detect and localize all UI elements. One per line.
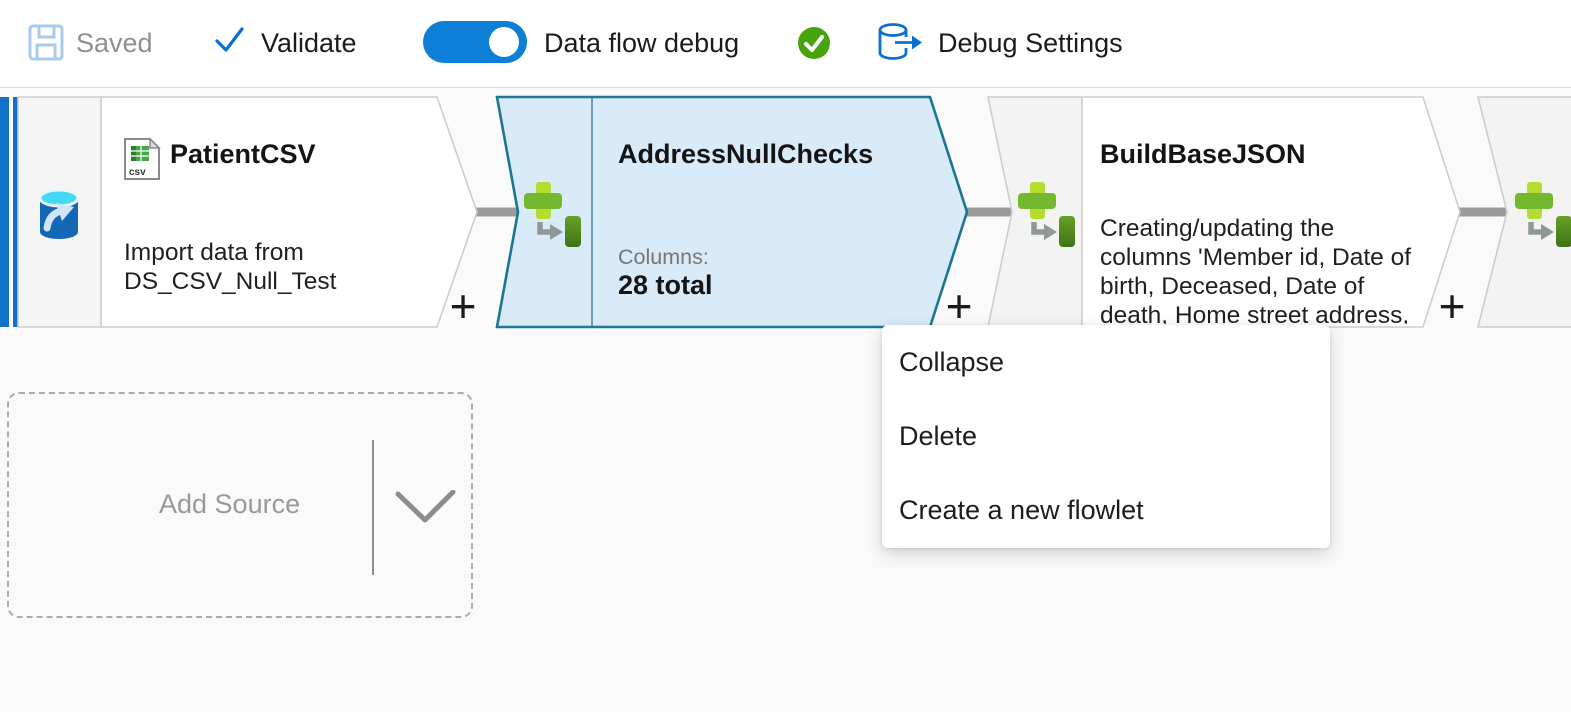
node-buildbasejson-outline [987,96,1461,328]
add-next-step-button[interactable]: + [945,280,973,332]
add-source-divider [372,440,374,575]
csv-badge-text: csv [129,167,146,178]
connector-3 [1456,207,1510,217]
add-next-step-button[interactable]: + [449,280,477,332]
menu-item-collapse[interactable]: Collapse [899,346,1005,377]
debug-settings-label[interactable]: Debug Settings [938,28,1123,58]
toolbar: Saved Validate Data flow debug Debug Set… [0,0,1571,88]
add-next-step-button[interactable]: + [1438,280,1466,332]
debug-settings-icon [878,23,922,60]
flow-canvas[interactable]: csv PatientCSV Import data from DS_CSV_N… [0,88,1571,712]
node-title: AddressNullChecks [618,139,874,169]
dataset-source-icon [38,188,80,239]
chevron-down-icon[interactable] [395,490,457,526]
node-description: Import data from DS_CSV_Null_Test [124,239,337,295]
node-title: BuildBaseJSON [1100,139,1306,169]
columns-label: Columns: [618,245,709,269]
menu-item-delete[interactable]: Delete [899,420,978,451]
node-description: Creating/updating the columns 'Member id… [1100,215,1412,324]
add-source-label: Add Source [159,489,301,519]
debug-settings-button[interactable] [876,22,926,69]
success-check-icon [798,27,830,59]
add-source-button[interactable]: Add Source [7,392,473,618]
node-source-accent-stripe [0,97,9,327]
saved-status-label: Saved [76,28,153,58]
data-flow-debug-label: Data flow debug [544,28,740,58]
columns-count: 28 total [618,270,713,300]
csv-dataset-icon: csv [124,137,161,180]
validate-check-icon [215,27,244,52]
node-source-body[interactable] [101,97,477,327]
node-source-accent-stripe [13,97,18,327]
validate-button[interactable] [213,24,247,61]
menu-item-create-flowlet[interactable]: Create a new flowlet [899,495,1144,526]
save-icon [28,24,64,61]
flow-graph: csv [0,95,1571,329]
connector-2 [963,207,1015,217]
node-context-menu: Collapse Delete Create a new flowlet [882,325,1330,548]
node-source-outline [17,96,478,328]
connector-1 [463,207,521,217]
toggle-knob [489,27,519,57]
node-partial-shape[interactable] [1476,96,1571,328]
node-addressnullchecks-shape[interactable] [495,95,969,329]
data-flow-debug-toggle[interactable] [423,21,527,63]
node-title: PatientCSV [170,139,316,169]
node-buildbasejson-body[interactable] [1082,97,1460,327]
validate-button-label[interactable]: Validate [261,28,357,58]
